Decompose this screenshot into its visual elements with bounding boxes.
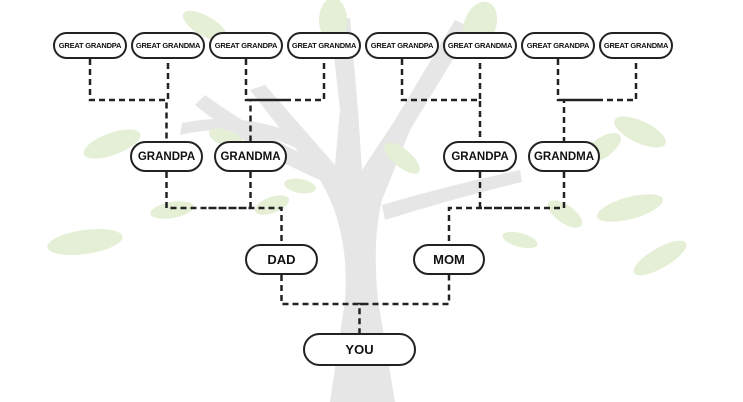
great-grandpa-node: GREAT GRANDPA bbox=[209, 32, 283, 59]
great-grandma-node: GREAT GRANDMA bbox=[443, 32, 517, 59]
connector-line bbox=[447, 172, 566, 244]
connector-line bbox=[280, 275, 451, 333]
great-grandma-node: GREAT GRANDMA bbox=[131, 32, 205, 59]
tree-trunk-and-branches bbox=[180, 18, 522, 402]
great-grandpa-node: GREAT GRANDPA bbox=[365, 32, 439, 59]
great-grandpa-node: GREAT GRANDPA bbox=[53, 32, 127, 59]
great-grandma-node: GREAT GRANDMA bbox=[287, 32, 361, 59]
mom-node: MOM bbox=[413, 244, 485, 275]
connector-line bbox=[400, 59, 482, 141]
great-grandpa-node: GREAT GRANDPA bbox=[521, 32, 595, 59]
grandma-node: GRANDMA bbox=[528, 141, 600, 172]
dad-node: DAD bbox=[245, 244, 318, 275]
you-node: YOU bbox=[303, 333, 416, 366]
connector-line bbox=[244, 59, 326, 141]
connector-line bbox=[88, 59, 170, 141]
connector-line bbox=[556, 59, 638, 141]
grandpa-node: GRANDPA bbox=[130, 141, 203, 172]
grandpa-node: GRANDPA bbox=[443, 141, 517, 172]
grandma-node: GRANDMA bbox=[214, 141, 287, 172]
connector-line bbox=[165, 172, 283, 244]
great-grandma-node: GREAT GRANDMA bbox=[599, 32, 673, 59]
